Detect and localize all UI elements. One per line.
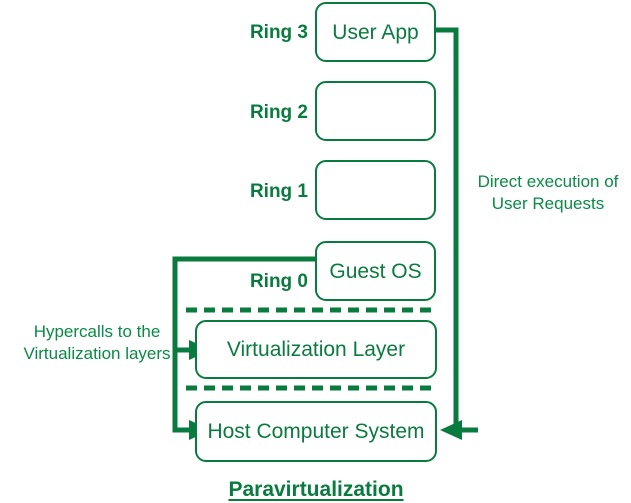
annotation-hypercalls-line2: Virtualization layers bbox=[23, 344, 171, 364]
annotation-hypercalls-line1: Hypercalls to the bbox=[33, 322, 161, 341]
ring-label-2: Ring 2 bbox=[198, 103, 308, 122]
box-virtualization-layer-label: Virtualization Layer bbox=[226, 338, 406, 361]
ring-box-ring2[interactable] bbox=[315, 81, 436, 141]
ring-box-ring1[interactable] bbox=[315, 160, 436, 220]
annotation-hypercalls: Hypercalls to the Virtualization layers bbox=[8, 321, 186, 365]
ring-box-user-app-label: User App bbox=[332, 20, 419, 44]
ring-label-1: Ring 1 bbox=[198, 182, 308, 201]
diagram-caption-text: Paravirtualization bbox=[228, 478, 404, 501]
box-virtualization-layer[interactable]: Virtualization Layer bbox=[195, 320, 437, 379]
annotation-direct-execution-line2: User Requests bbox=[491, 194, 605, 214]
annotation-direct-execution-line1: Direct execution of bbox=[477, 172, 619, 191]
ring-label-0: Ring 0 bbox=[198, 272, 308, 291]
ring-label-2-text: Ring 2 bbox=[249, 102, 308, 123]
annotation-direct-execution: Direct execution of User Requests bbox=[465, 171, 631, 215]
ring-label-3: Ring 3 bbox=[198, 23, 308, 42]
ring-box-guest-os-label: Guest OS bbox=[329, 259, 422, 283]
ring-label-3-text: Ring 3 bbox=[249, 22, 308, 43]
box-host-computer-system-label: Host Computer System bbox=[207, 420, 425, 443]
box-host-computer-system[interactable]: Host Computer System bbox=[195, 401, 437, 462]
direct-execution-path bbox=[436, 27, 478, 440]
ring-box-guest-os[interactable]: Guest OS bbox=[315, 241, 436, 301]
diagram-caption: Paravirtualization bbox=[165, 479, 467, 500]
ring-label-1-text: Ring 1 bbox=[249, 181, 308, 202]
ring-box-user-app[interactable]: User App bbox=[315, 2, 436, 62]
ring-label-0-text: Ring 0 bbox=[249, 271, 308, 292]
